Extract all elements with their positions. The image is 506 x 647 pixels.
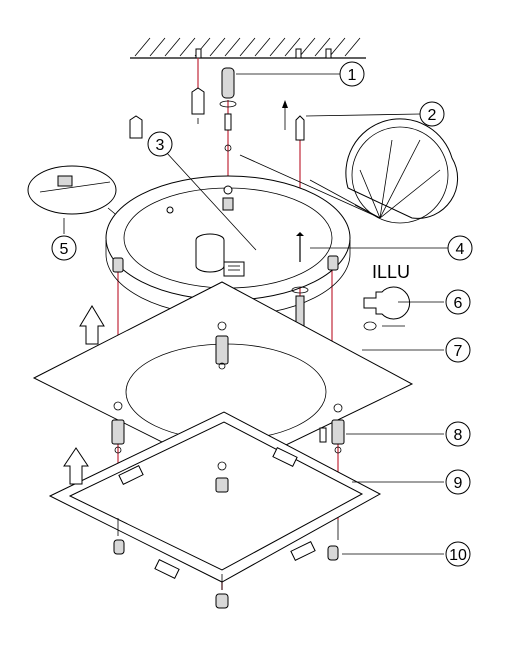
- lamp-socket: [195, 233, 245, 277]
- callout-7: 7: [445, 337, 471, 363]
- callout-label: 8: [454, 427, 463, 444]
- detail-pointer-lines: [239, 154, 381, 219]
- callout-label: 10: [449, 547, 467, 564]
- bulb-part-6: [363, 286, 411, 331]
- callout-9: 9: [445, 469, 471, 495]
- spacers-part-8: [111, 401, 345, 454]
- screw-part-1: [219, 67, 237, 152]
- detail-circle: [345, 118, 459, 224]
- callout-6: 6: [445, 289, 471, 315]
- callout-label: 3: [156, 137, 165, 154]
- illu-label: ILLU: [372, 262, 410, 282]
- callout-label: 5: [60, 241, 69, 258]
- callout-label: 4: [456, 241, 465, 258]
- screws-part-10: [113, 518, 339, 609]
- callout-4: 4: [447, 235, 473, 261]
- callout-1: 1: [339, 61, 365, 87]
- callout-label: 9: [454, 475, 463, 492]
- up-arrow-lower: [63, 447, 89, 485]
- screw-part-4: [296, 232, 304, 262]
- connector-detail-bubble: [27, 165, 121, 219]
- callout-label: 1: [348, 67, 357, 84]
- frame-part-9: [48, 411, 382, 583]
- callout-2: 2: [419, 101, 445, 127]
- callout-10: 10: [445, 541, 471, 567]
- callout-label: 6: [454, 295, 463, 312]
- up-arrow-upper: [79, 305, 105, 345]
- glass-panel: [32, 281, 414, 475]
- callout-5: 5: [51, 235, 77, 261]
- wall-plugs: [129, 87, 305, 141]
- callout-label: 2: [428, 107, 437, 124]
- callout-label: 7: [454, 343, 463, 360]
- ceiling: [130, 37, 366, 59]
- callout-8: 8: [445, 421, 471, 447]
- callout-3: 3: [147, 131, 173, 157]
- callout-leaders: [63, 73, 448, 555]
